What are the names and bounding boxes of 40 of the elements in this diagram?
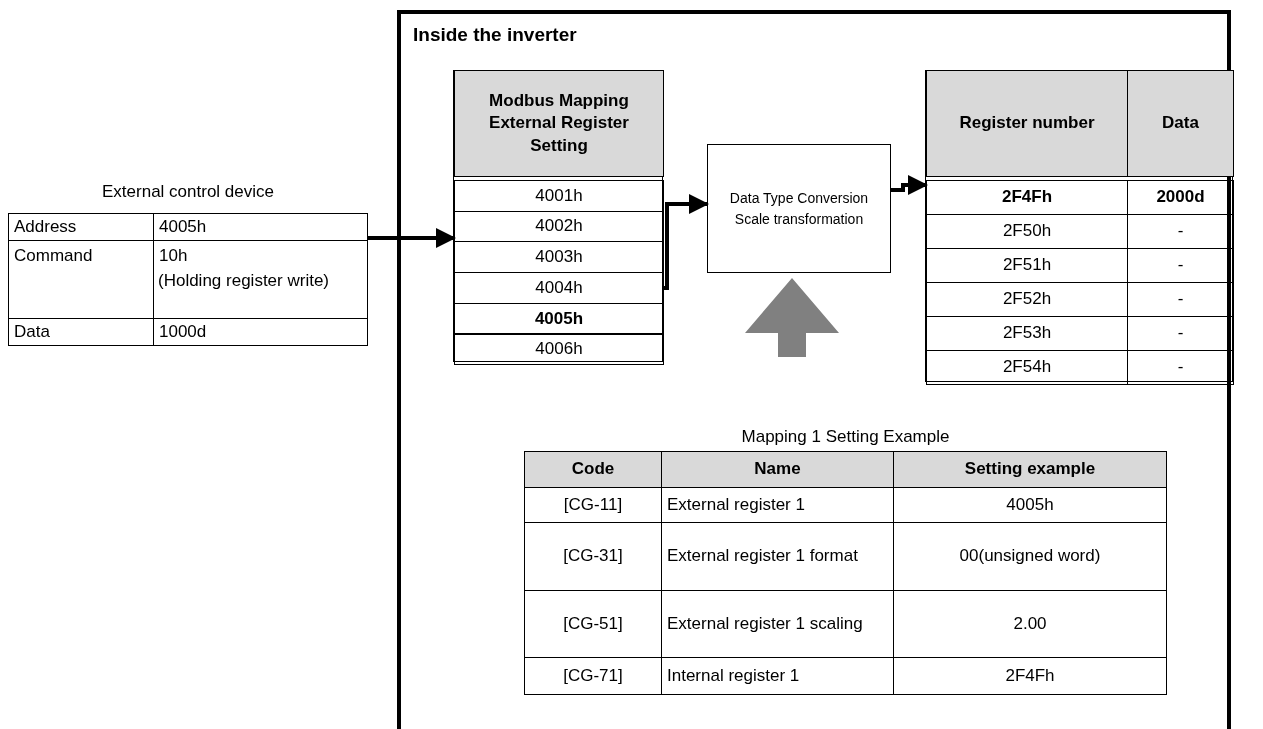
table-cell: 4001h [454,180,664,212]
table-cell: 2000d [1127,180,1234,215]
block-arrow [745,278,839,357]
table-cell: 2F54h [926,350,1128,385]
table-row [926,180,1234,215]
arrow [368,228,456,248]
table-caption: External control device [101,180,275,203]
table [925,70,1233,382]
table-cell: 4004h [454,272,664,304]
table-cell: 1000d [153,318,368,346]
table-cell: Address [8,213,154,241]
table-cell: Data [8,318,154,346]
table-row [926,214,1234,249]
section-title: Inside the inverter [413,24,577,46]
table-header-cell: Data [1127,70,1234,177]
table-cell: 2F4Fh [926,180,1128,215]
process-box: Data Type Conversion Scale transformation [707,144,891,273]
device-frame [397,10,1231,729]
table-cell-text: (Holding register write) [157,270,330,292]
table-row [926,316,1234,351]
table-row [926,248,1234,283]
table-header-cell: Code [524,451,662,488]
table-cell: 4005h [454,302,664,335]
table-cell: 4006h [454,333,664,366]
table-row [926,350,1234,385]
arrow [891,175,928,195]
table-header-cell: Setting example [893,451,1167,488]
table-cell: [CG-71] [524,657,662,695]
arrow [664,194,709,290]
table-row [926,282,1234,317]
table-cell: 4002h [454,210,664,243]
table-cell: - [1127,350,1234,385]
table-caption: Mapping 1 Setting Example [740,425,951,448]
table-header-cell: Modbus Mapping External Register Setting [454,70,664,177]
table-cell: 4005h [153,213,368,241]
table [453,70,663,362]
table-header-cell: Register number [926,70,1128,177]
table-header-cell: Name [661,451,894,488]
table-cell: 4003h [454,241,664,274]
table-cell: 2F4Fh [893,657,1167,695]
